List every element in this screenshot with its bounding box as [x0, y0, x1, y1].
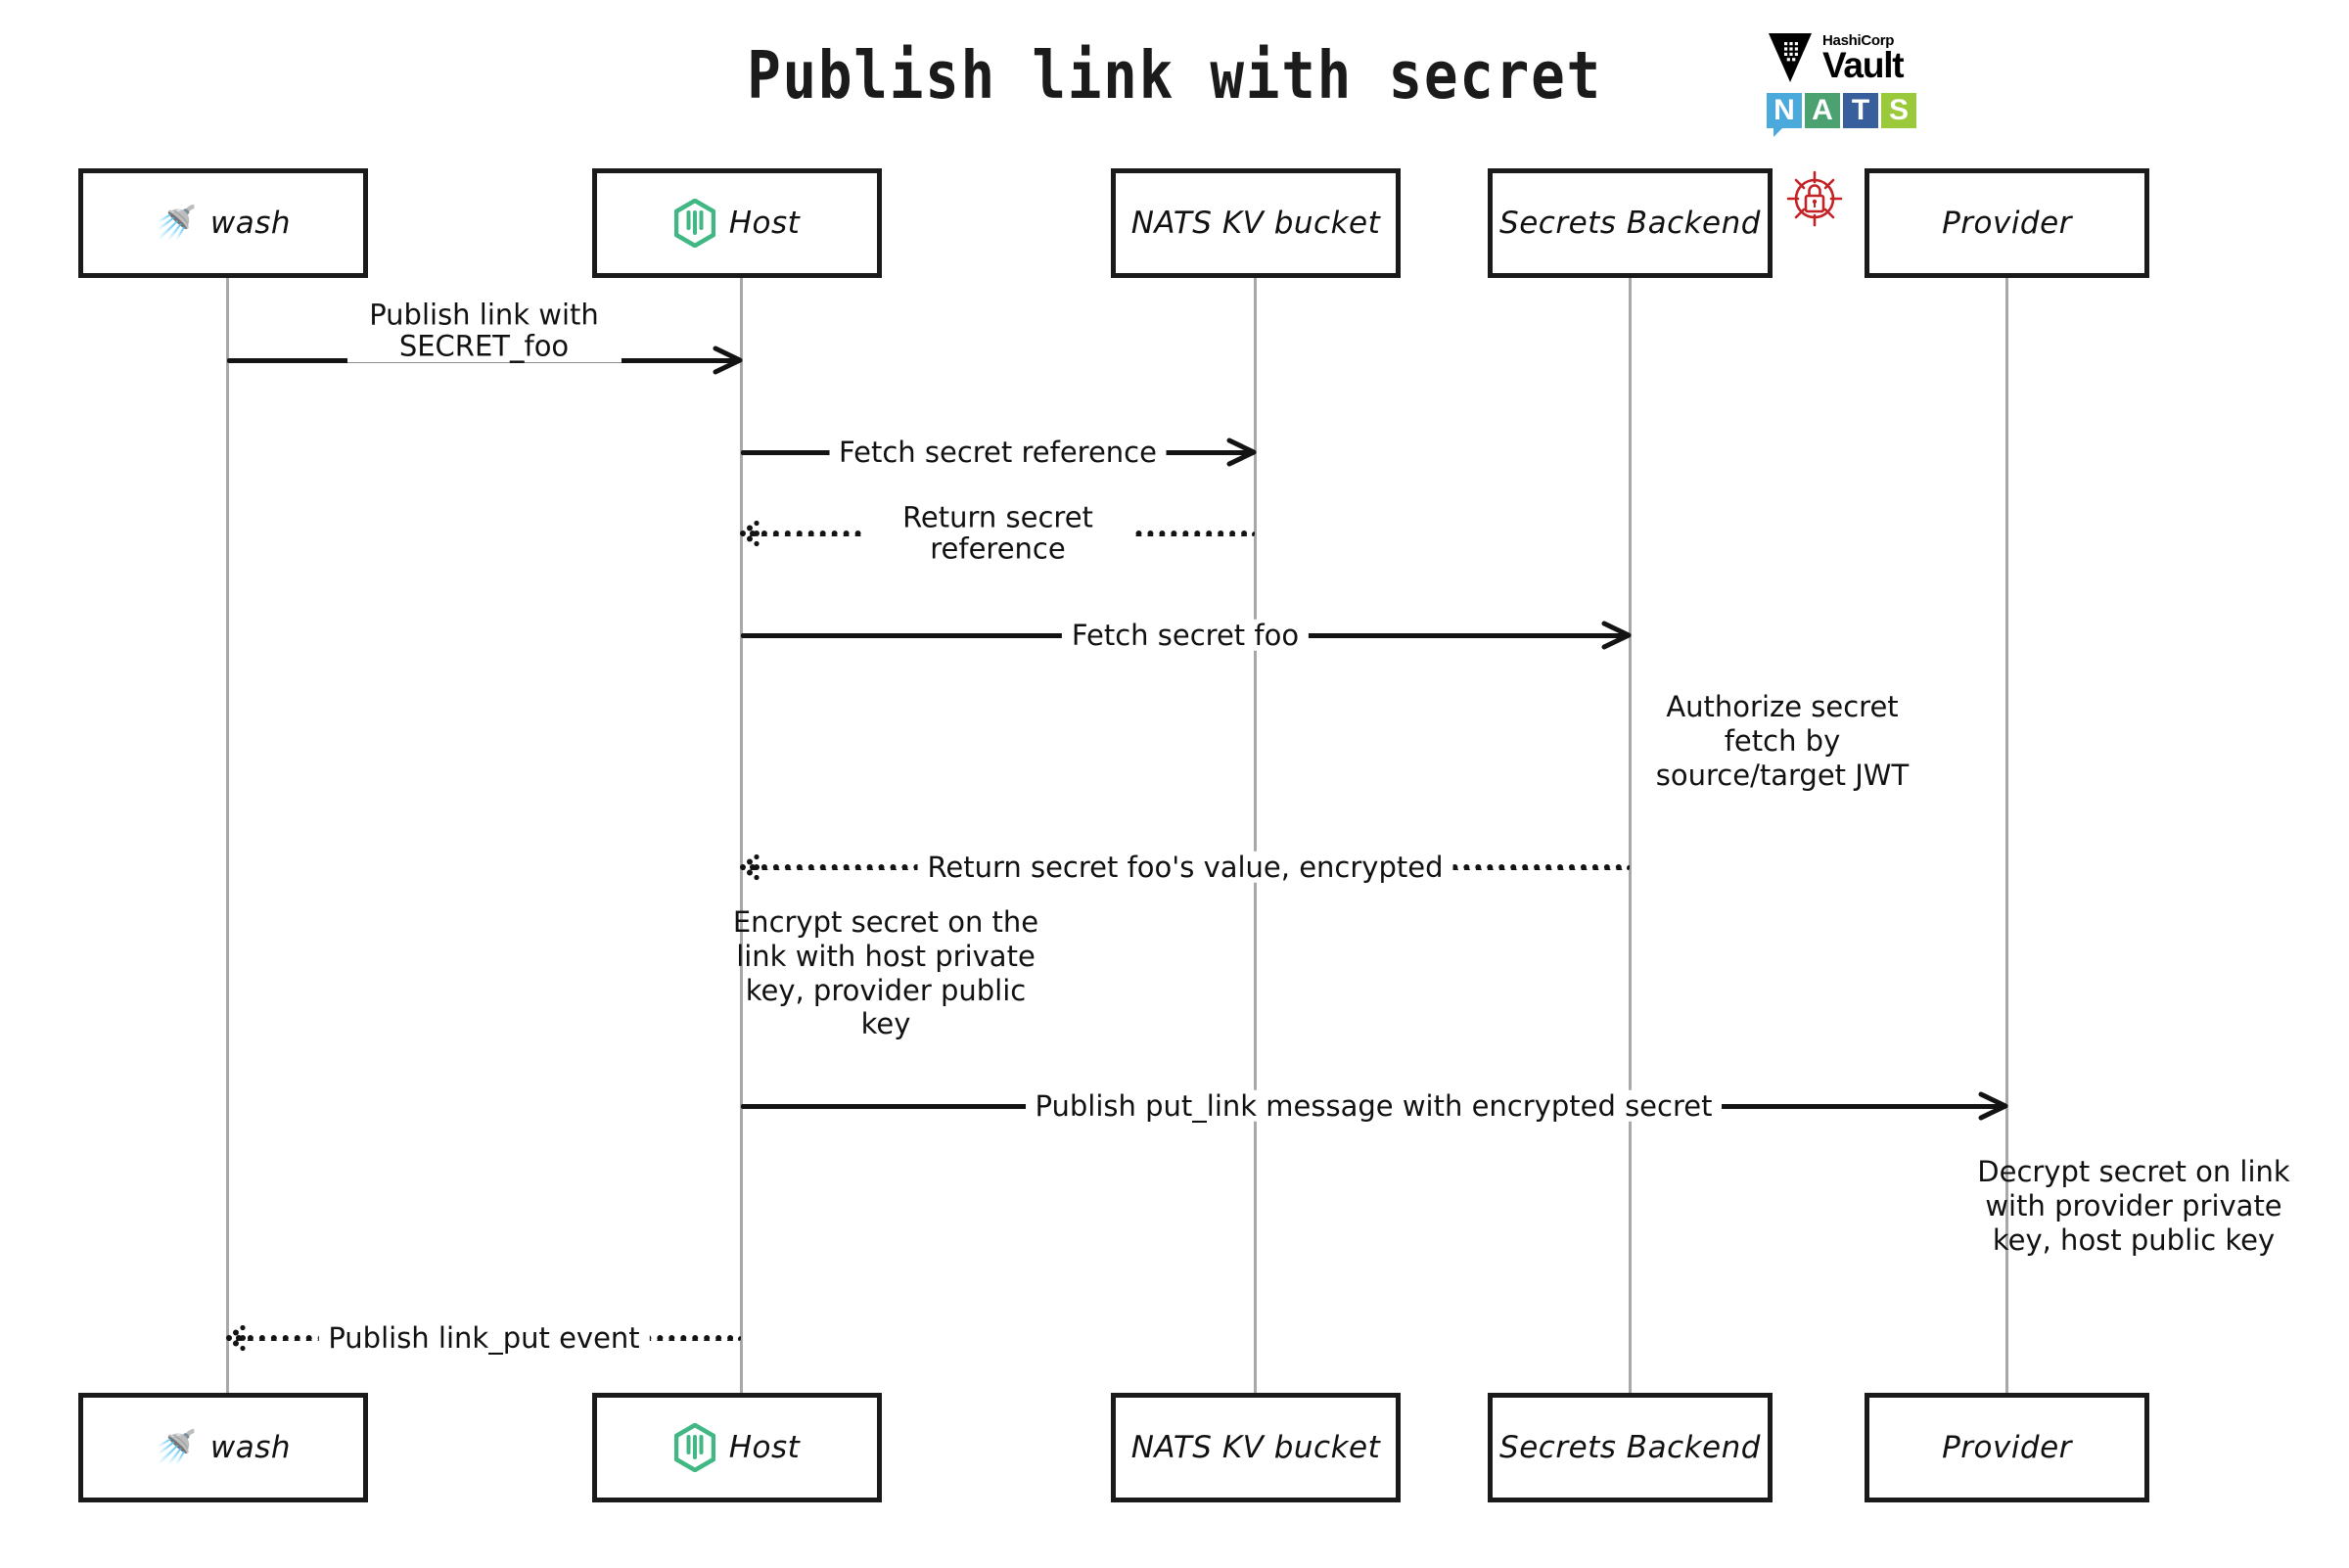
actor-box-host-top[interactable]: Host — [592, 168, 882, 278]
wasmcloud-icon — [673, 1423, 715, 1472]
wasmcloud-icon — [673, 199, 715, 248]
actor-label-host: Host — [728, 1430, 801, 1465]
vault-logo: HashiCorp Vault — [1767, 29, 1992, 86]
vault-wordmark: HashiCorp Vault — [1822, 31, 1905, 85]
vault-product-text: Vault — [1822, 44, 1905, 85]
lifeline-host — [740, 278, 743, 1393]
actor-label-provider: Provider — [1942, 1430, 2072, 1465]
actor-box-wash-bottom[interactable]: 🚿 wash — [78, 1393, 368, 1502]
page-title: Publish link with secret — [747, 37, 1602, 114]
shower-icon: 🚿 — [155, 1428, 198, 1467]
arrowhead-fetch-secret-reference — [1223, 436, 1257, 469]
message-label-publish-link-put-event: Publish link_put event — [318, 1321, 650, 1354]
note-encrypt-secret-note: Encrypt secret on the link with host pri… — [732, 905, 1039, 1041]
lifeline-provider — [2005, 278, 2008, 1393]
message-label-return-secret-foo-value: Return secret foo's value, encrypted — [917, 851, 1453, 883]
message-label-fetch-secret-foo: Fetch secret foo — [1061, 619, 1310, 651]
arrowhead-publish-link-put-event — [225, 1321, 258, 1355]
actor-box-provider-bottom[interactable]: Provider — [1865, 1393, 2149, 1502]
vault-hashicorp-text: HashiCorp — [1822, 31, 1895, 49]
message-label-publish-put-link: Publish put_link message with encrypted … — [1025, 1089, 1723, 1122]
actor-box-secrets-top[interactable]: Secrets Backend — [1488, 168, 1773, 278]
lifeline-secrets — [1629, 278, 1632, 1393]
actor-label-wash: wash — [209, 1430, 292, 1465]
actor-label-secrets: Secrets Backend — [1499, 206, 1761, 241]
arrowhead-return-secret-foo-value — [739, 851, 772, 884]
actor-box-secrets-bottom[interactable]: Secrets Backend — [1488, 1393, 1773, 1502]
lifeline-natskv — [1254, 278, 1257, 1393]
vault-triangle-icon — [1769, 33, 1812, 82]
shower-icon: 🚿 — [155, 204, 198, 243]
actor-label-host: Host — [728, 206, 801, 241]
actor-label-wash: wash — [209, 206, 292, 241]
note-decrypt-secret-note: Decrypt secret on link with provider pri… — [1977, 1155, 2290, 1257]
nats-letter-a: A — [1805, 93, 1840, 128]
message-label-fetch-secret-reference: Fetch secret reference — [829, 436, 1167, 468]
actor-box-host-bottom[interactable]: Host — [592, 1393, 882, 1502]
note-authorize-secret-fetch: Authorize secret fetch by source/target … — [1655, 690, 1910, 792]
actor-box-natskv-top[interactable]: NATS KV bucket — [1111, 168, 1401, 278]
actor-label-provider: Provider — [1942, 206, 2072, 241]
nats-letter-s: S — [1881, 93, 1916, 128]
actor-box-natskv-bottom[interactable]: NATS KV bucket — [1111, 1393, 1401, 1502]
actor-label-natskv: NATS KV bucket — [1130, 1430, 1381, 1465]
lifeline-wash — [226, 278, 229, 1393]
arrowhead-fetch-secret-foo — [1598, 619, 1632, 652]
actor-label-secrets: Secrets Backend — [1499, 1430, 1761, 1465]
logo-stack: HashiCorp Vault N A T S — [1767, 29, 1992, 137]
actor-box-provider-top[interactable]: Provider — [1865, 168, 2149, 278]
secure-lock-icon — [1784, 168, 1845, 229]
actor-label-natskv: NATS KV bucket — [1130, 206, 1381, 241]
nats-letter-t: T — [1843, 93, 1878, 128]
nats-logo: N A T S — [1767, 93, 1992, 137]
nats-letter-n: N — [1767, 93, 1802, 137]
arrowhead-publish-put-link — [1975, 1089, 2008, 1123]
arrowhead-publish-link-secret — [710, 344, 743, 377]
arrowhead-return-secret-reference — [739, 517, 772, 550]
actor-box-wash-top[interactable]: 🚿 wash — [78, 168, 368, 278]
